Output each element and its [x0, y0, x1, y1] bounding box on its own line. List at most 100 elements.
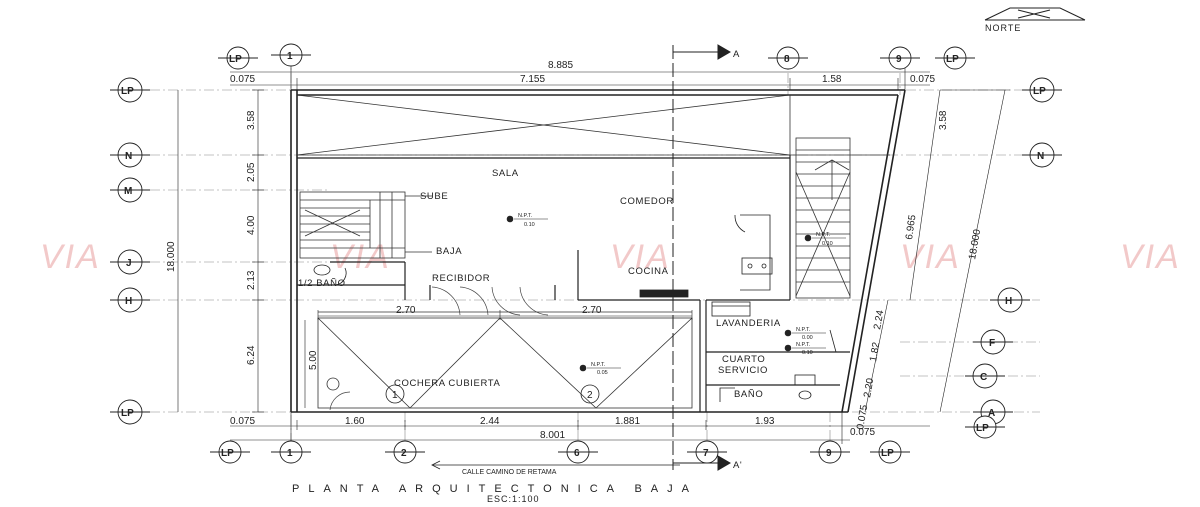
left-dimensions — [177, 89, 306, 413]
axis-left-m: M — [124, 186, 132, 197]
right-dimensions — [864, 89, 1010, 413]
npt-lav-label: N.P.T. — [796, 327, 811, 333]
plan-title: PLANTA ARQUITECTONICA BAJA — [292, 483, 698, 495]
level-marker-serv — [784, 344, 826, 352]
dim-top-overall: 8.885 — [548, 60, 573, 71]
axis-bottom-7: 7 — [703, 448, 709, 459]
parking-number-1: 1 — [392, 390, 398, 401]
dim-left-d1: 3.58 — [246, 110, 257, 130]
room-bano: BAÑO — [734, 389, 763, 400]
parking-number-2: 2 — [587, 390, 593, 401]
terrace-void — [296, 94, 890, 156]
axis-right-c: C — [980, 372, 987, 383]
dim-top-right-offset: 0.075 — [910, 74, 935, 85]
room-lavanderia: LAVANDERIA — [716, 318, 781, 329]
axis-right-lp-top: LP — [1033, 86, 1046, 97]
room-sala: SALA — [492, 168, 519, 179]
dim-bottom-d1: 1.60 — [345, 416, 365, 427]
watermark: VIA — [40, 238, 101, 276]
garage-dimensions — [317, 310, 693, 320]
npt-sala-value: 0.10 — [524, 222, 535, 228]
dim-bottom-left-offset: 0.075 — [230, 416, 255, 427]
section-mark-bottom: A' — [733, 460, 742, 471]
axis-left-j: J — [126, 258, 132, 269]
axis-right-a: A — [988, 408, 995, 419]
north-label: NORTE — [985, 23, 1021, 33]
room-cocina: COCINA — [628, 266, 669, 277]
dim-right-r3: 2.20 — [862, 377, 876, 399]
axis-bottom-lp-left: LP — [221, 448, 234, 459]
dim-left-d4: 2.13 — [246, 270, 257, 290]
dim-right-bottom: 0.075 — [855, 404, 870, 431]
axis-top-lp-right: LP — [946, 54, 959, 65]
room-comedor: COMEDOR — [620, 196, 674, 207]
level-marker-cochera — [579, 364, 621, 372]
dim-top-left-offset: 0.075 — [230, 74, 255, 85]
dim-right-overall: 18.000 — [967, 228, 983, 260]
axis-top-lp-left: LP — [229, 54, 242, 65]
dim-bottom-d2: 2.44 — [480, 416, 500, 427]
parking-markers — [385, 384, 600, 404]
npt-serv-value: 0.10 — [802, 350, 813, 356]
dim-left-overall: 18.000 — [166, 241, 177, 272]
garage — [317, 311, 693, 409]
watermark: VIA — [330, 238, 391, 276]
dim-right-diag: 6.965 — [904, 214, 918, 241]
axis-top-1: 1 — [287, 51, 293, 62]
npt-cocina-label: N.P.T. — [816, 232, 831, 238]
axis-right-f: F — [989, 338, 995, 349]
service-fixtures — [711, 301, 837, 402]
room-cuarto: CUARTO — [722, 354, 765, 365]
street-label: CALLE CAMINO DE RETAMA — [462, 469, 557, 476]
stair-baja-label: BAJA — [436, 246, 462, 257]
axis-top-9: 9 — [896, 54, 902, 65]
watermark: VIA — [1120, 238, 1181, 276]
axis-bubbles-bottom — [210, 440, 910, 464]
stair-sube-label: SUBE — [420, 191, 448, 202]
axis-right-n: N — [1037, 151, 1044, 162]
section-line-a — [672, 44, 731, 471]
axis-bottom-lp-right: LP — [881, 448, 894, 459]
npt-lav-value: 0.00 — [802, 335, 813, 341]
room-recibidor: RECIBIDOR — [432, 273, 490, 284]
half-bath-fixtures — [313, 264, 347, 286]
dim-garage-right: 2.70 — [582, 305, 602, 316]
npt-cocina-value: 0.10 — [822, 241, 833, 247]
axis-bottom-9: 9 — [826, 448, 832, 459]
dim-left-d3: 4.00 — [246, 215, 257, 235]
interior-walls — [297, 155, 850, 412]
plan-scale: ESC:1:100 — [487, 494, 540, 504]
npt-sala-label: N.P.T. — [518, 213, 533, 219]
dim-bottom-d3: 1.881 — [615, 416, 640, 427]
dim-right-r2: 1.82 — [868, 341, 882, 363]
level-marker-cocina — [804, 234, 846, 242]
axis-right-h: H — [1005, 296, 1012, 307]
axis-left-lp-bottom: LP — [121, 408, 134, 419]
building-outline — [290, 89, 906, 413]
axis-bubbles-right — [965, 77, 1062, 439]
dim-left-d2: 2.05 — [246, 162, 257, 182]
north-symbol: NORTE — [984, 7, 1086, 33]
room-labels: SALA COMEDOR COCINA RECIBIDOR 1/2 BAÑO L… — [298, 168, 781, 400]
room-cochera: COCHERA CUBIERTA — [394, 378, 500, 389]
npt-serv-label: N.P.T. — [796, 342, 811, 348]
dim-top-right: 1.58 — [822, 74, 842, 85]
dim-bottom-d4: 1.93 — [755, 416, 775, 427]
section-mark-top: A — [733, 49, 740, 60]
axis-bottom-6: 6 — [574, 448, 580, 459]
axis-left-h: H — [125, 296, 132, 307]
axis-left-n: N — [125, 151, 132, 162]
street-arrow — [431, 460, 680, 470]
level-marker-sala — [506, 215, 548, 223]
stair-left — [299, 191, 432, 259]
room-servicio: SERVICIO — [718, 365, 768, 376]
dim-right-d1: 3.58 — [938, 110, 949, 130]
bottom-dimensions — [230, 412, 930, 444]
axis-right-lp-bottom: LP — [976, 423, 989, 434]
axis-bubbles-top — [218, 43, 975, 70]
stair-right — [795, 137, 851, 299]
axis-bottom-1: 1 — [287, 448, 293, 459]
dim-top-main: 7.155 — [520, 74, 545, 85]
npt-cochera-value: 0.05 — [597, 370, 608, 376]
level-markers — [506, 215, 846, 372]
